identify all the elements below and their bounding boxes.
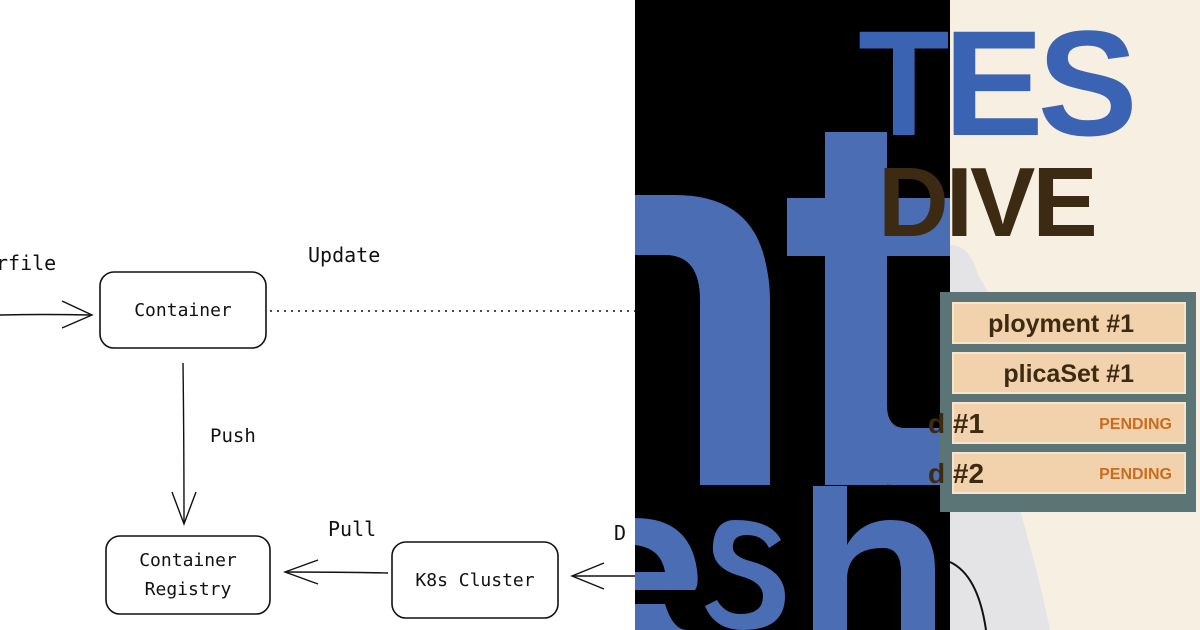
arrow-deploy-to-cluster [570, 562, 635, 590]
node-registry-label-line1: Container [139, 550, 237, 571]
resource-card-pod-1: d #1 PENDING [928, 402, 1186, 444]
diagram-canvas: rfile Container Update Push Container Re… [0, 243, 635, 619]
arrow-push [171, 362, 197, 526]
logo-mark [635, 132, 950, 630]
node-cluster-label: K8s Cluster [415, 570, 534, 591]
node-k8s-cluster: K8s Cluster [391, 541, 559, 619]
title-line-2: DIVE [878, 147, 1098, 257]
resource-card-pod-2: d #2 PENDING [928, 452, 1186, 494]
edge-label-deploy: D [614, 521, 626, 545]
resource-label: d #1 [928, 408, 985, 439]
status-badge: PENDING [1099, 466, 1172, 483]
node-container-label: Container [134, 300, 232, 321]
resource-label: d #2 [928, 458, 985, 489]
resource-card-deployment: ployment #1 [952, 302, 1186, 344]
status-badge: PENDING [1099, 416, 1172, 433]
kubernetes-deep-dive-panel: TES DIVE ployment #1 plicaSet #1 d #1 PE… [858, 0, 1200, 630]
edge-label-update: Update [308, 243, 380, 267]
arrow-dockerfile-to-container [0, 300, 94, 329]
edge-label-dockerfile: rfile [0, 251, 56, 275]
logo-panel [635, 0, 950, 630]
person-illustration [949, 245, 1050, 630]
deployment-diagram: rfile Container Update Push Container Re… [0, 243, 635, 619]
title-line-1: TES [858, 0, 1138, 167]
edge-label-push: Push [210, 425, 256, 447]
node-container-registry: Container Registry [105, 535, 271, 615]
node-registry-label-line2: Registry [145, 579, 232, 600]
resource-label: ployment #1 [988, 310, 1134, 338]
node-container: Container [99, 271, 267, 349]
resource-stack: ployment #1 plicaSet #1 d #1 PENDING d #… [928, 292, 1196, 512]
resource-label: plicaSet #1 [1003, 360, 1134, 388]
arrow-pull [282, 559, 389, 585]
resource-card-replicaset: plicaSet #1 [952, 352, 1186, 394]
edge-label-pull: Pull [328, 517, 376, 541]
